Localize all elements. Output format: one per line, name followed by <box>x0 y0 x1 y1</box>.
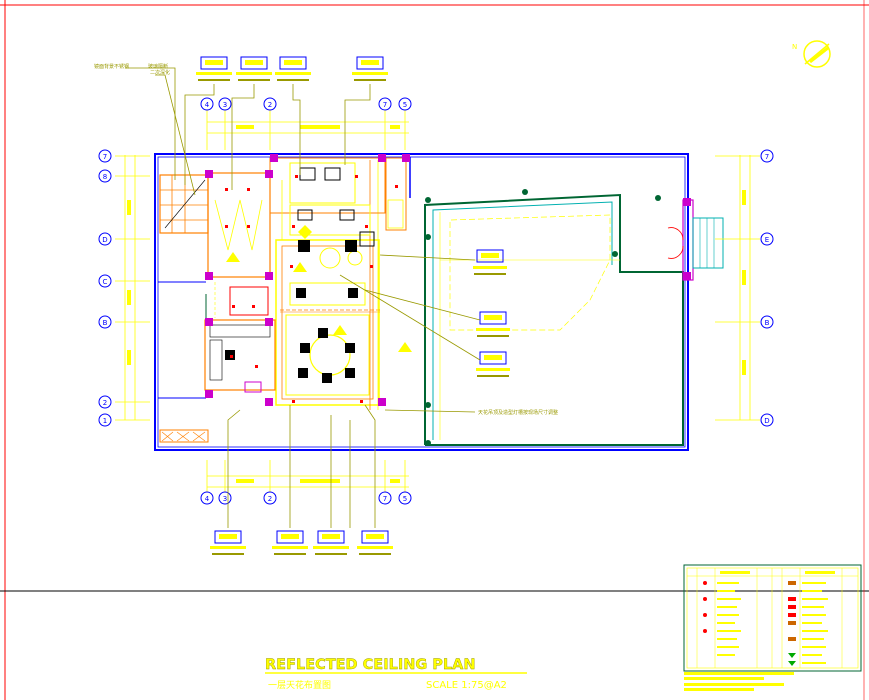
drawing-title: REFLECTED CEILING PLAN <box>265 657 476 673</box>
title-block: REFLECTED CEILING PLAN 一层天花布置图 SCALE 1:7… <box>265 657 527 691</box>
north-arrow-icon: N <box>792 40 831 68</box>
callout-tags-top <box>196 56 388 81</box>
grid-label-bottom-5: 5 <box>403 495 407 503</box>
grid-label-top-2: 3 <box>223 101 227 109</box>
grid-label-right-3: B <box>765 319 770 327</box>
grid-bubbles-top: 4 3 2 7 5 <box>200 97 412 111</box>
grid-label-right-4: D <box>764 417 769 425</box>
dimension-ticks <box>127 125 746 483</box>
callout-tags-right <box>473 249 510 377</box>
note-top-left-3: 二次深化 <box>150 69 170 76</box>
drawing-scale: SCALE 1:75@A2 <box>426 680 507 691</box>
grid-label-top-5: 5 <box>403 101 407 109</box>
grid-label-left-7: 1 <box>103 417 107 425</box>
grid-label-left-3: D <box>102 236 107 244</box>
grid-bubbles-right: 7 E B D <box>760 149 774 427</box>
dining-ceiling <box>275 160 380 410</box>
grid-label-bottom-4: 7 <box>383 495 387 503</box>
grid-label-right-1: 7 <box>765 153 769 161</box>
note-top-left-1: 镜面背景不锈钢 <box>94 63 129 70</box>
note-top-left-2: 玻璃隔断 <box>148 63 168 70</box>
grid-label-top-3: 2 <box>268 101 272 109</box>
svg-text:N: N <box>792 43 797 51</box>
note-right: 天花吊顶及造型灯槽按现场尺寸调整 <box>478 409 558 416</box>
grid-label-bottom-2: 3 <box>223 495 227 503</box>
annotation-texts: 镜面背景不锈钢 玻璃隔断 二次深化 天花吊顶及造型灯槽按现场尺寸调整 <box>94 63 558 416</box>
grid-label-left-5: B <box>103 319 108 327</box>
grid-label-right-2: E <box>765 236 769 244</box>
legend-table <box>683 564 862 691</box>
structural-columns <box>205 154 691 406</box>
grid-label-top-4: 7 <box>383 101 387 109</box>
drawing-subtitle: 一层天花布置图 <box>268 679 331 691</box>
grid-label-bottom-1: 4 <box>205 495 210 503</box>
building-walls <box>154 153 689 451</box>
left-rooms <box>159 172 276 443</box>
grid-bubbles-left: 7 8 D C B 2 1 <box>98 149 112 427</box>
grid-label-left-1: 7 <box>103 153 107 161</box>
upper-rooms <box>269 157 407 247</box>
grid-label-top-1: 4 <box>205 101 210 109</box>
section-markers <box>226 225 412 352</box>
grid-bubbles-bottom: 4 3 2 7 5 <box>200 491 412 505</box>
grid-label-left-2: 8 <box>103 173 107 181</box>
grid-label-left-6: 2 <box>103 399 107 407</box>
ceiling-lights <box>225 175 398 403</box>
callout-tags-bottom <box>210 530 393 555</box>
grid-label-left-4: C <box>103 278 108 286</box>
dimension-lines <box>115 110 760 500</box>
leader-lines <box>125 67 481 528</box>
grid-label-bottom-3: 2 <box>268 495 272 503</box>
